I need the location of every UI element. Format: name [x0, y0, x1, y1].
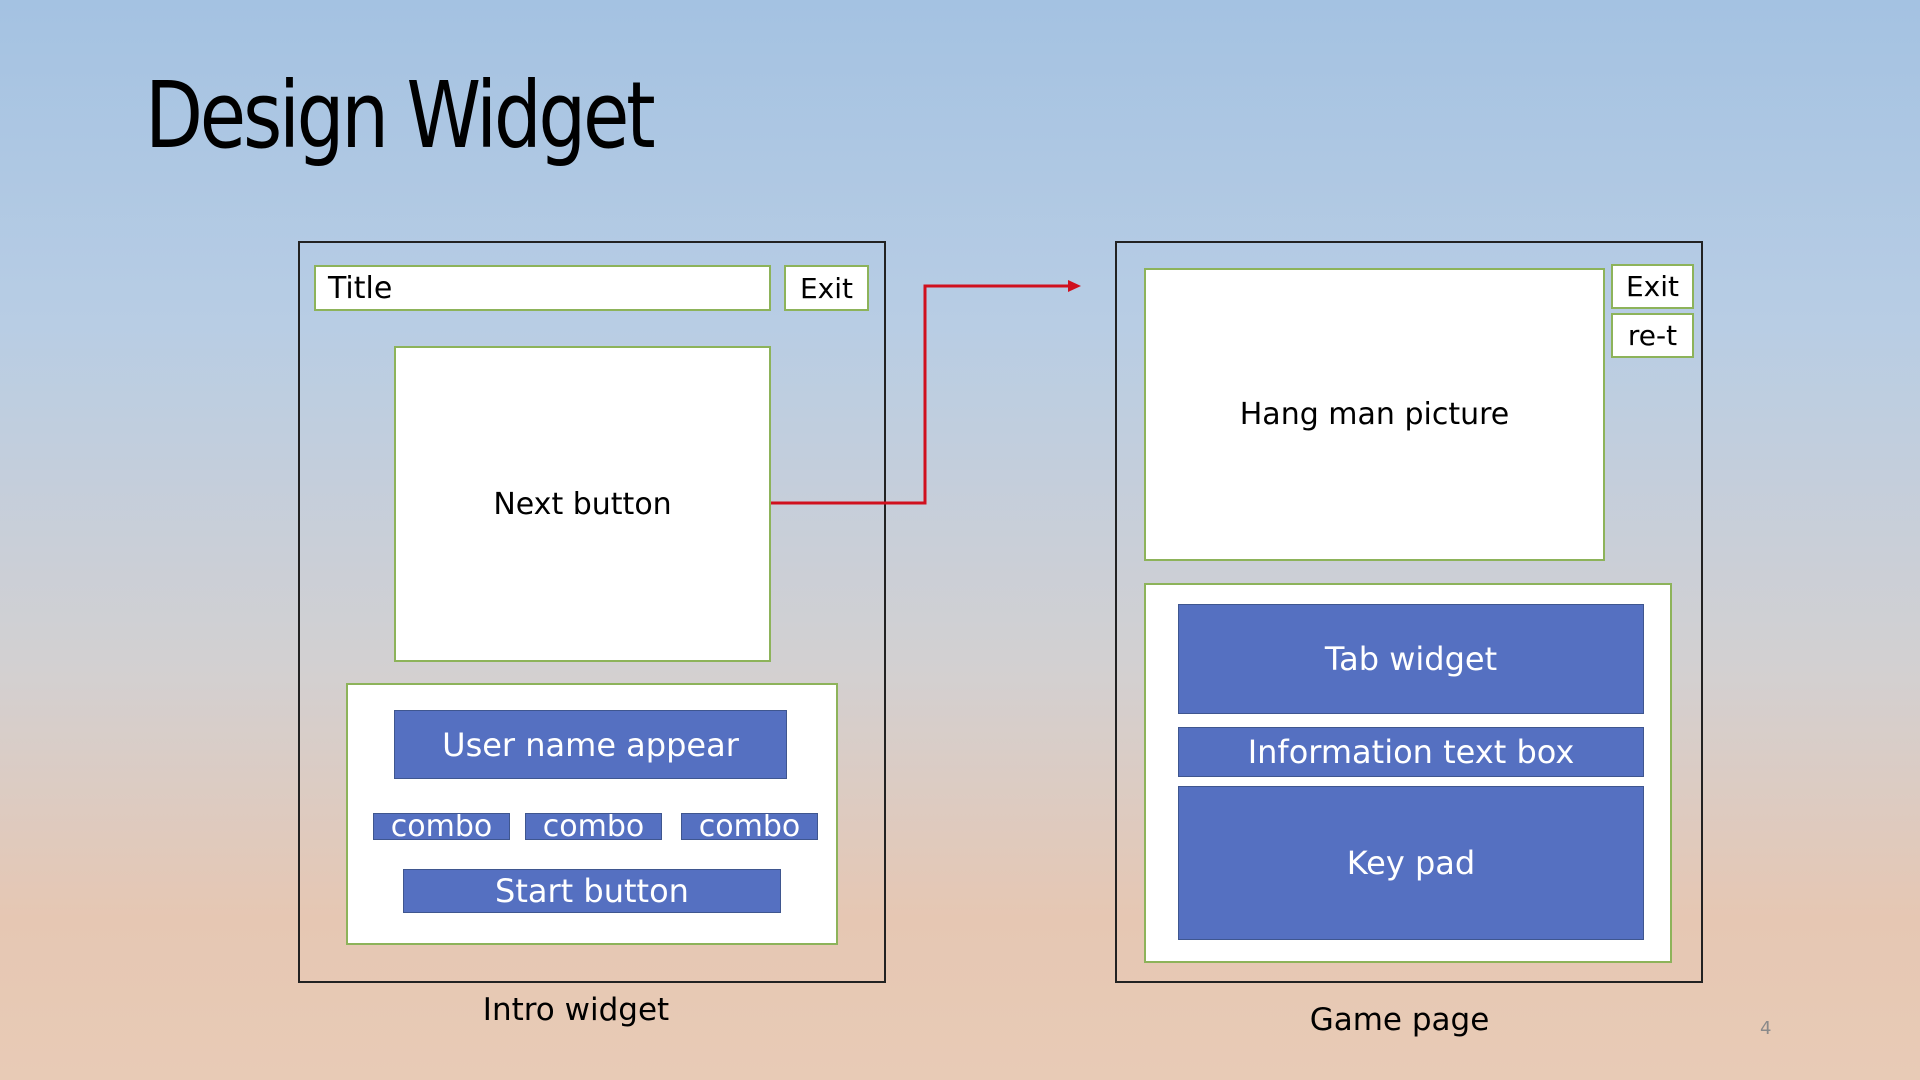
user-name-box: User name appear: [394, 710, 787, 779]
combo-box-1: combo: [373, 813, 510, 840]
flow-arrow-line: [771, 284, 1072, 505]
flow-arrow-head: [1068, 280, 1081, 292]
game-page-frame: [1115, 241, 1703, 983]
game-exit-button: Exit: [1611, 264, 1694, 309]
combo-box-3: combo: [681, 813, 818, 840]
intro-widget-caption: Intro widget: [482, 992, 670, 1028]
tab-widget-box: Tab widget: [1178, 604, 1644, 714]
intro-exit-button: Exit: [784, 265, 869, 311]
hangman-picture-box: Hang man picture: [1144, 268, 1605, 561]
title-field: Title: [314, 265, 771, 311]
combo-box-2: combo: [525, 813, 662, 840]
information-text-box: Information text box: [1178, 727, 1644, 777]
game-page-caption: Game page: [1309, 1002, 1490, 1038]
slide-title: Design Widget: [145, 62, 656, 169]
reset-button: re-t: [1611, 313, 1694, 358]
start-button-box: Start button: [403, 869, 781, 913]
page-number: 4: [1760, 1018, 1772, 1039]
intro-widget-frame: [298, 241, 886, 983]
keypad-box: Key pad: [1178, 786, 1644, 940]
next-button-box: Next button: [394, 346, 771, 662]
